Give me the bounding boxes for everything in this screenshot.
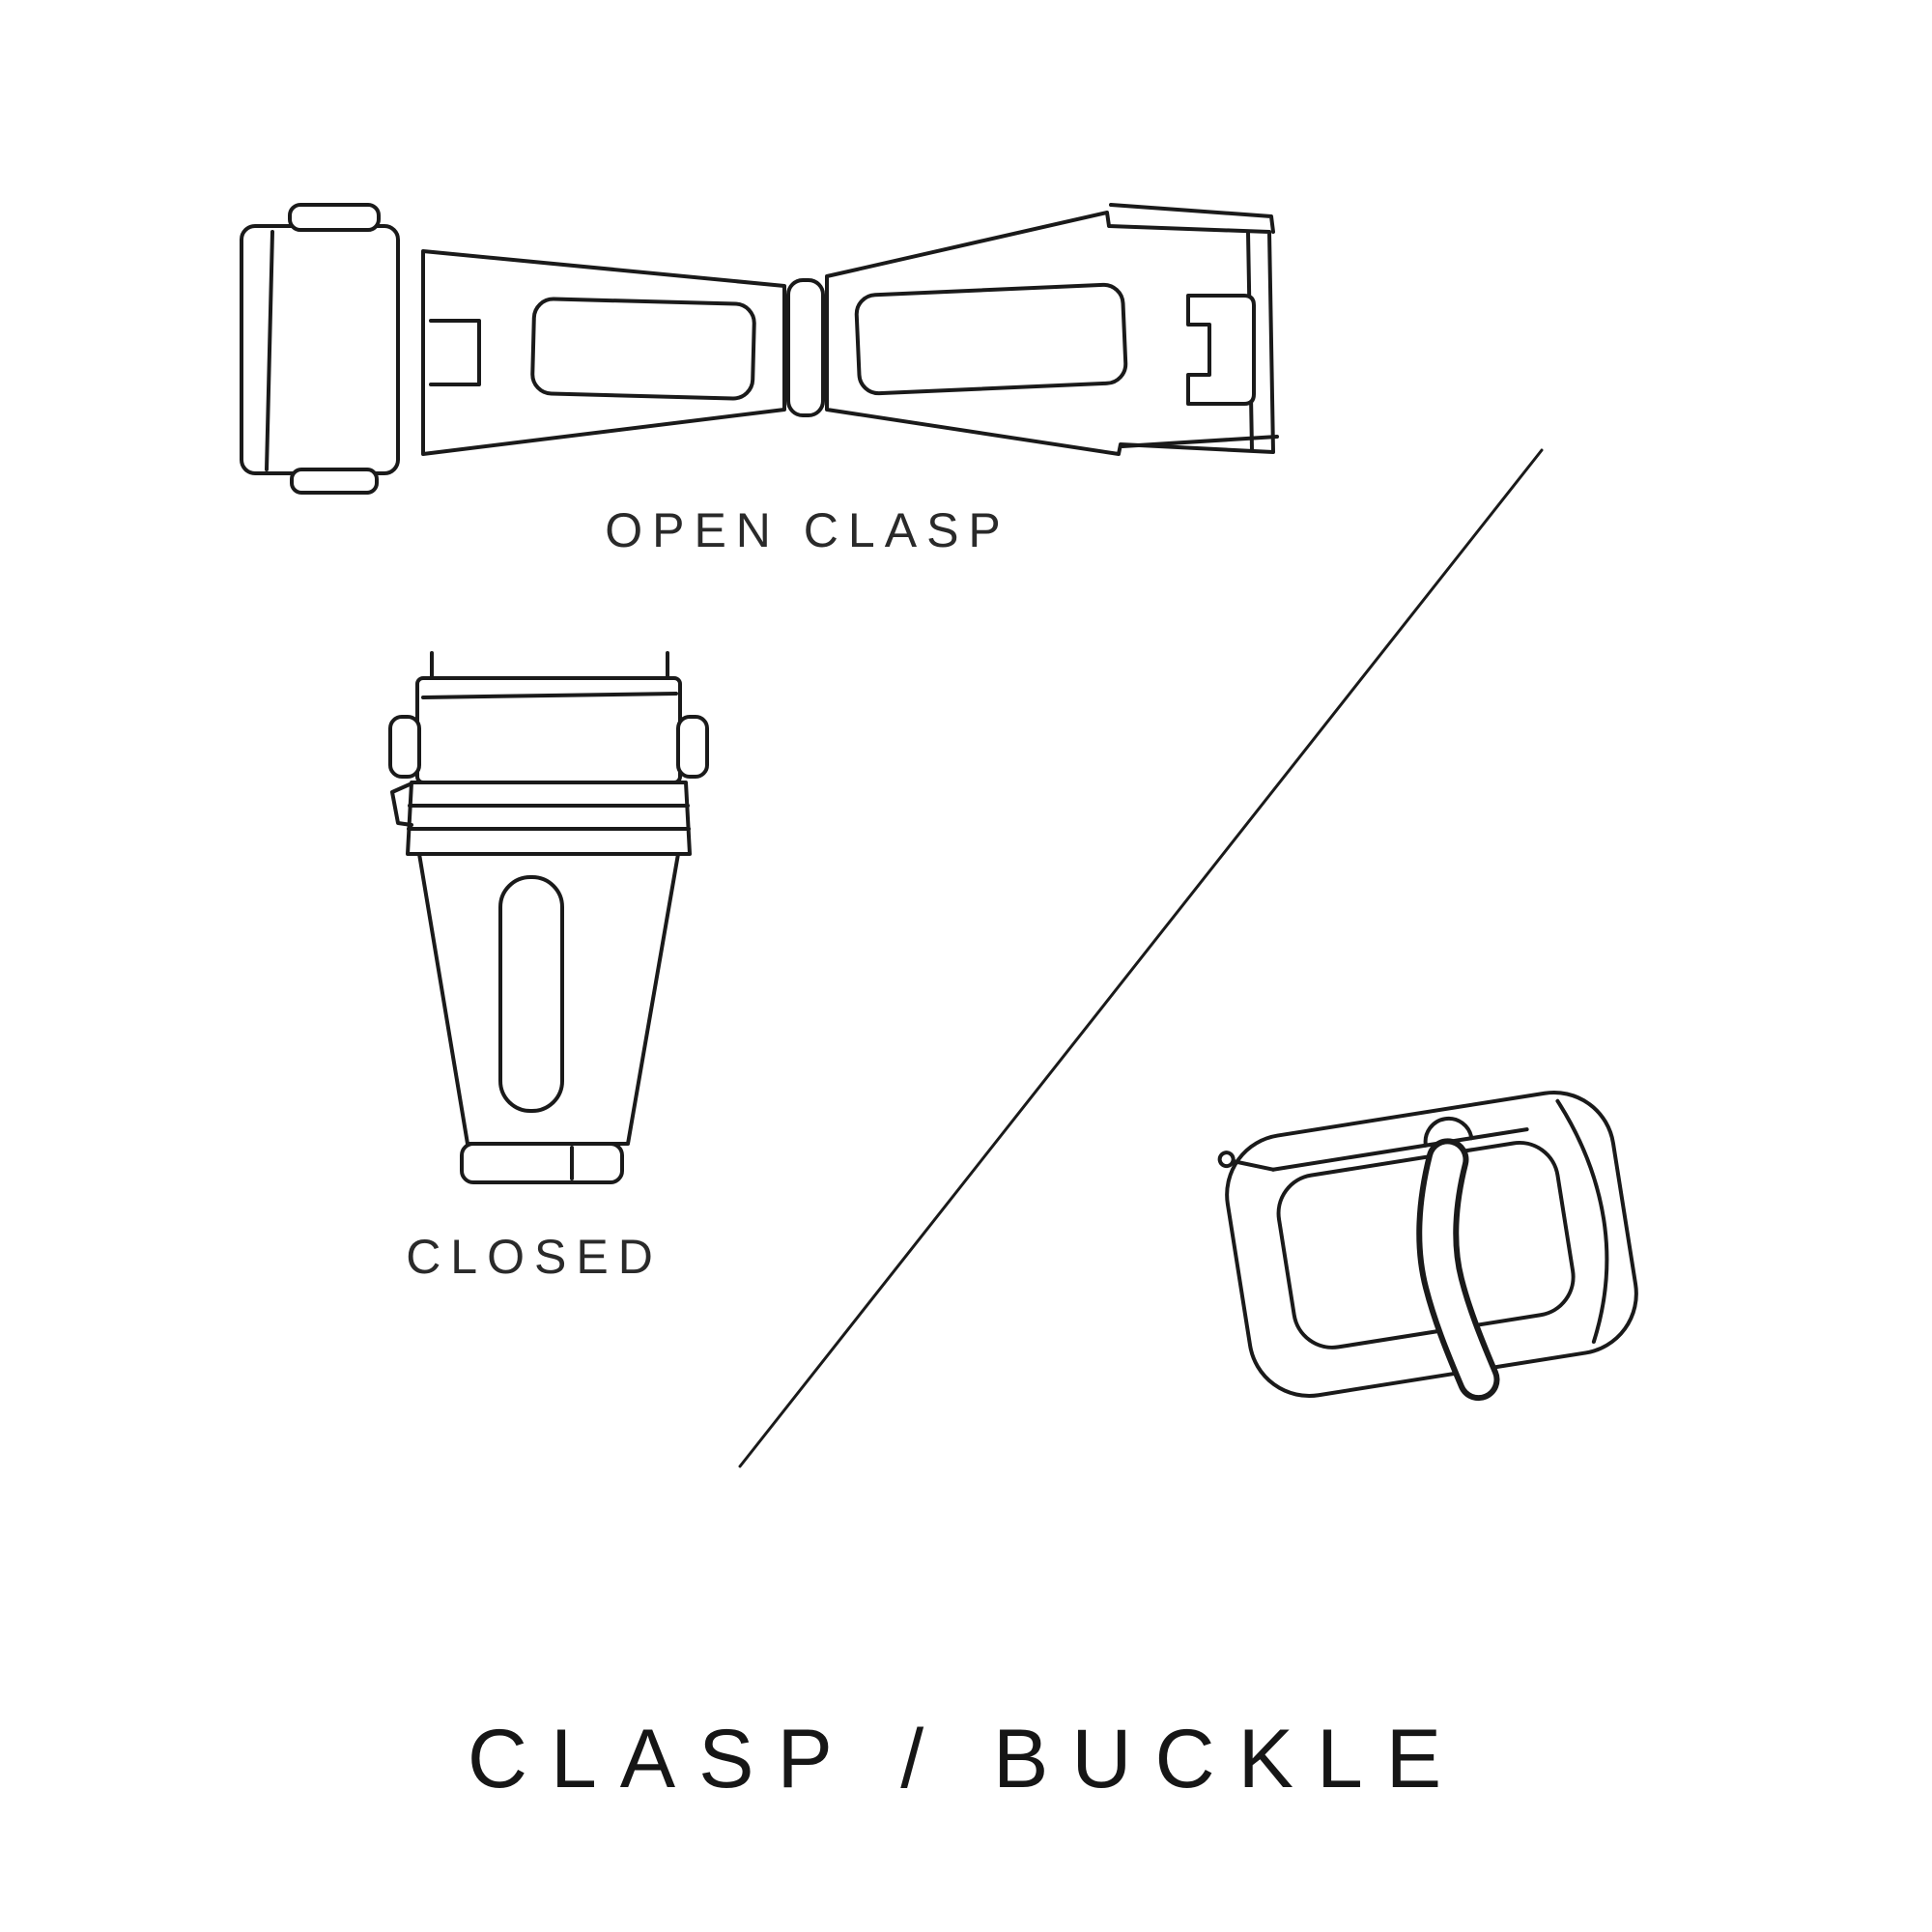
open-clasp-illustration [240, 203, 1279, 495]
buckle-illustration [1217, 1091, 1638, 1402]
diagram-title: CLASP / BUCKLE [467, 1713, 1465, 1805]
open-clasp-label: OPEN CLASP [605, 503, 1010, 557]
closed-clasp-illustration [388, 651, 709, 1184]
divider-line [738, 448, 1544, 1468]
closed-clasp-label: CLOSED [406, 1230, 663, 1284]
